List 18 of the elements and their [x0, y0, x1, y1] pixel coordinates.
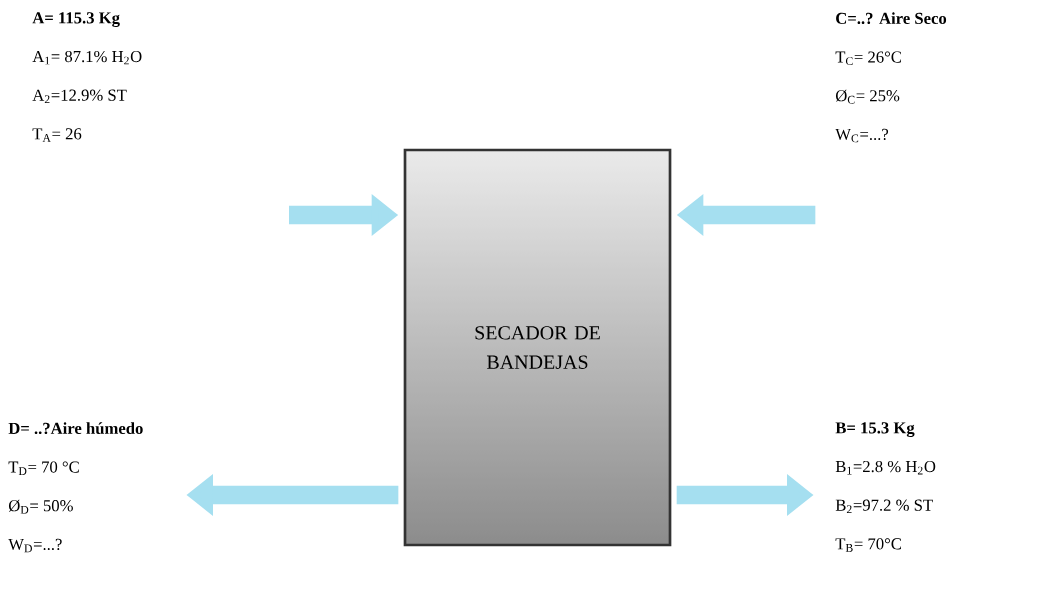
stream-title: A= 115.3 Kg	[32, 12, 120, 27]
stream-title: C=..? Aire Seco	[836, 12, 947, 25]
stream-value: T$_{D}$= 70 °C	[8, 461, 79, 475]
box-label: SECADOR DE BANDEJAS	[475, 326, 600, 369]
stream-title: B= 15.3 Kg	[835, 422, 915, 437]
stream-value: W$_{D}$=...?	[8, 538, 62, 553]
dryer-box	[403, 148, 672, 547]
stream-value: T$_{A}$= 26	[32, 128, 82, 142]
stream-value: A$_{2}$=12.9% ST	[32, 89, 127, 104]
stream-value: T$_{B}$= 70°C	[835, 538, 901, 552]
stream-value: T$_{C}$= 26°C	[835, 51, 901, 65]
stream-title: D= ..?Aire húmedo	[8, 422, 143, 435]
stream-value: B$_{1}$=2.8 % H$_{2}$O	[835, 460, 936, 475]
stream-value: Ø$_{D}$= 50%	[8, 499, 73, 514]
stream-value: B$_{2}$=97.2 % ST	[835, 499, 933, 514]
stream-value: W$_{C}$=...?	[835, 128, 889, 143]
stream-value: A$_{1}$= 87.1% H$_{2}$O	[32, 50, 142, 65]
stream-value: Ø$_{C}$= 25%	[835, 89, 900, 104]
